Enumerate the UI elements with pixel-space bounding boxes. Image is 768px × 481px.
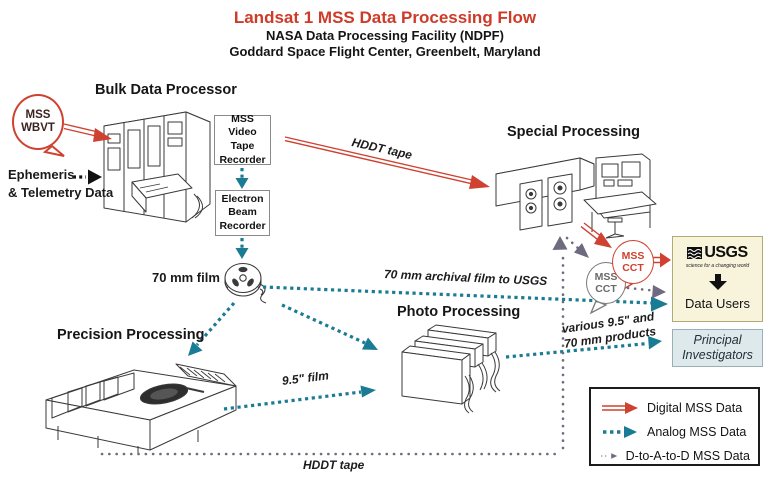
digital-arrow-icon [602,402,638,414]
legend-label-datoad: D-to-A-to-D MSS Data [625,449,750,463]
bulk-data-processor-label: Bulk Data Processor [95,82,237,98]
bulk-data-processor-illustration [103,111,211,223]
principal-investigators-box: Principal Investigators [672,329,763,367]
ephemeris-label-line2: & Telemetry Data [8,185,114,200]
precision-processing-illustration [45,363,237,454]
film-70mm-label: 70 mm film [152,270,220,285]
special-processing-illustration [495,153,657,239]
ephemeris-label-line1: Ephemeris [8,167,75,182]
legend-item-digital: Digital MSS Data [600,396,750,420]
products-label: various 9.5" and 70 mm products [561,309,657,352]
legend-item-datoad: D-to-A-to-D MSS Data [600,444,750,468]
analog-arrow-icon [603,426,637,438]
mss-wbvt-label: MSS WBVT [21,108,55,134]
mss-cct-digital-bubble: MSS CCT [612,240,654,284]
special-processing-label: Special Processing [507,124,640,140]
legend-item-analog: Analog MSS Data [600,420,750,444]
legend-label-digital: Digital MSS Data [647,401,743,415]
legend-label-analog: Analog MSS Data [647,425,747,439]
photo-processing-label: Photo Processing [397,304,521,320]
analog-arrow-vtr-to-ebr [235,168,249,189]
precision-processing-label: Precision Processing [57,327,205,343]
mss-wbvt-bubble: MSS WBVT [12,94,64,150]
electron-beam-recorder-box: Electron Beam Recorder [215,190,270,236]
datoad-arrow-cct-to-usgs [626,285,666,299]
hddt-tape-top-label: HDDT tape [350,135,414,163]
subtitle-location: Goddard Space Flight Center, Greenbelt, … [229,44,541,60]
analog-arrow-ebr-to-film [235,238,249,259]
digital-arrow-cct-to-usgs [652,252,671,268]
analog-arrow-film-to-photo [281,303,378,350]
photo-processing-illustration [401,324,501,414]
usgs-logo-text: USGS [704,244,748,261]
mss-video-tape-recorder-box: MSS Video Tape Recorder [214,112,271,166]
usgs-tagline: science for a changing world [685,263,750,269]
film-95-label: 9.5" film [281,368,330,388]
film-reel-illustration [224,262,267,304]
mss-cct-digital-label: MSS CCT [621,249,645,274]
usgs-data-users-box: USGS science for a changing world Data U… [672,236,763,322]
electron-beam-recorder-label: Electron Beam Recorder [219,192,266,232]
usgs-wave-icon [687,247,703,259]
legend-box: Digital MSS Data Analog MSS Data D-to-A-… [589,387,760,466]
datoad-arrow-icon [601,453,618,459]
data-users-label: Data Users [684,296,751,311]
mss-video-tape-recorder-label: MSS Video Tape Recorder [219,112,266,166]
archival-film-label: 70 mm archival film to USGS [383,267,548,289]
down-arrow-icon [708,274,727,290]
page-title: Landsat 1 MSS Data Processing Flow [233,8,537,27]
subtitle-facility: NASA Data Processing Facility (NDPF) [266,28,504,43]
hddt-tape-bottom-label: HDDT tape [303,458,365,472]
principal-investigators-label: Principal Investigators [682,333,753,362]
